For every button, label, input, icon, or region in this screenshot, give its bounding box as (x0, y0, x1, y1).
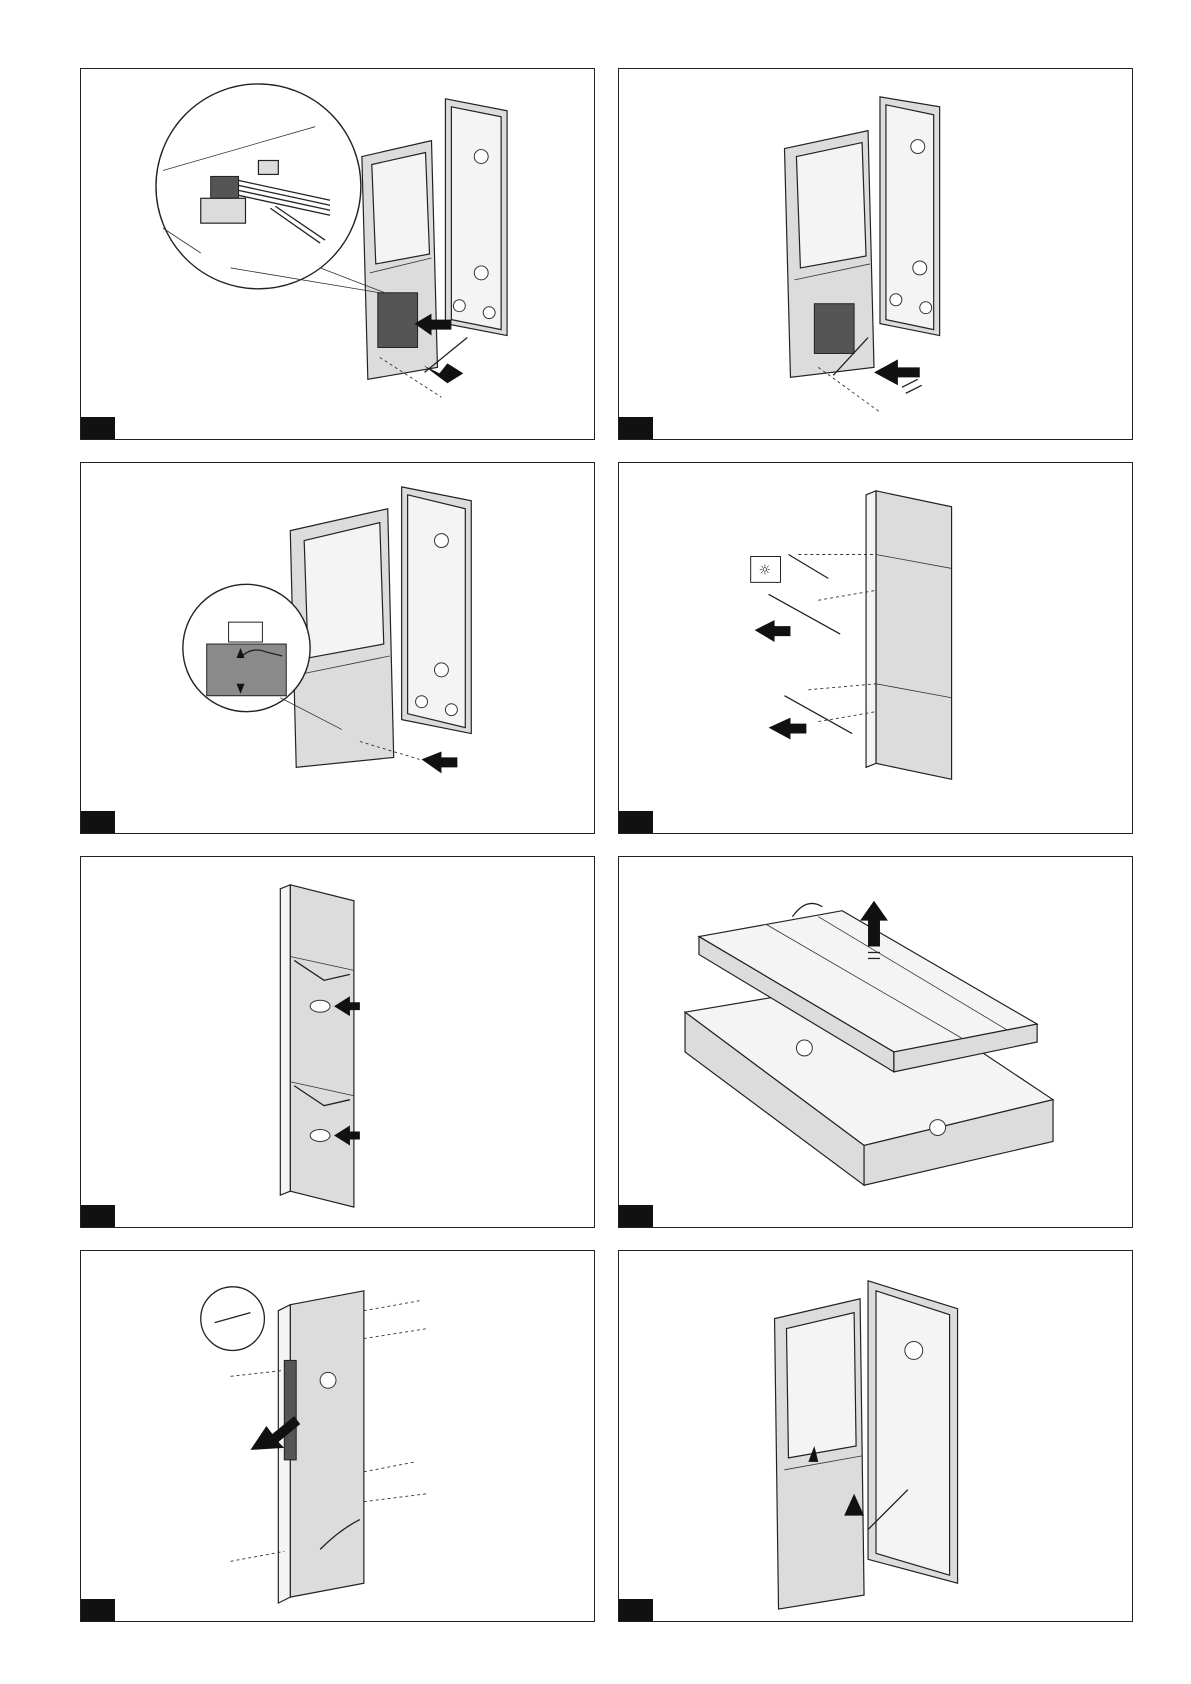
instruction-panel-6 (618, 856, 1133, 1228)
wall-box-screws-icon (81, 1251, 594, 1621)
frame-rails-insert-icon: ☼ (619, 463, 1132, 833)
step-number-tab (81, 811, 115, 833)
module-insert-icon (619, 69, 1132, 439)
instruction-panel-3 (80, 462, 595, 834)
step-number-tab (619, 811, 653, 833)
cable-connector-detail-icon (81, 69, 594, 439)
instruction-panel-1 (80, 68, 595, 440)
instruction-panel-4: ☼ (618, 462, 1133, 834)
step-number-tab (81, 1205, 115, 1227)
cover-lift-off-icon (619, 857, 1132, 1227)
instruction-panel-8 (618, 1250, 1133, 1622)
step-number-tab (619, 1205, 653, 1227)
step-number-tab (81, 1599, 115, 1621)
instruction-panel-7 (80, 1250, 595, 1622)
step-number-tab (619, 1599, 653, 1621)
hinge-brackets-icon (81, 857, 594, 1227)
step-number-tab (619, 417, 653, 439)
instruction-panel-2 (618, 68, 1133, 440)
label-card-detail-icon (81, 463, 594, 833)
instruction-panel-5 (80, 856, 595, 1228)
frame-hinged-open-icon (619, 1251, 1132, 1621)
svg-text:☼: ☼ (759, 562, 771, 578)
step-number-tab (81, 417, 115, 439)
